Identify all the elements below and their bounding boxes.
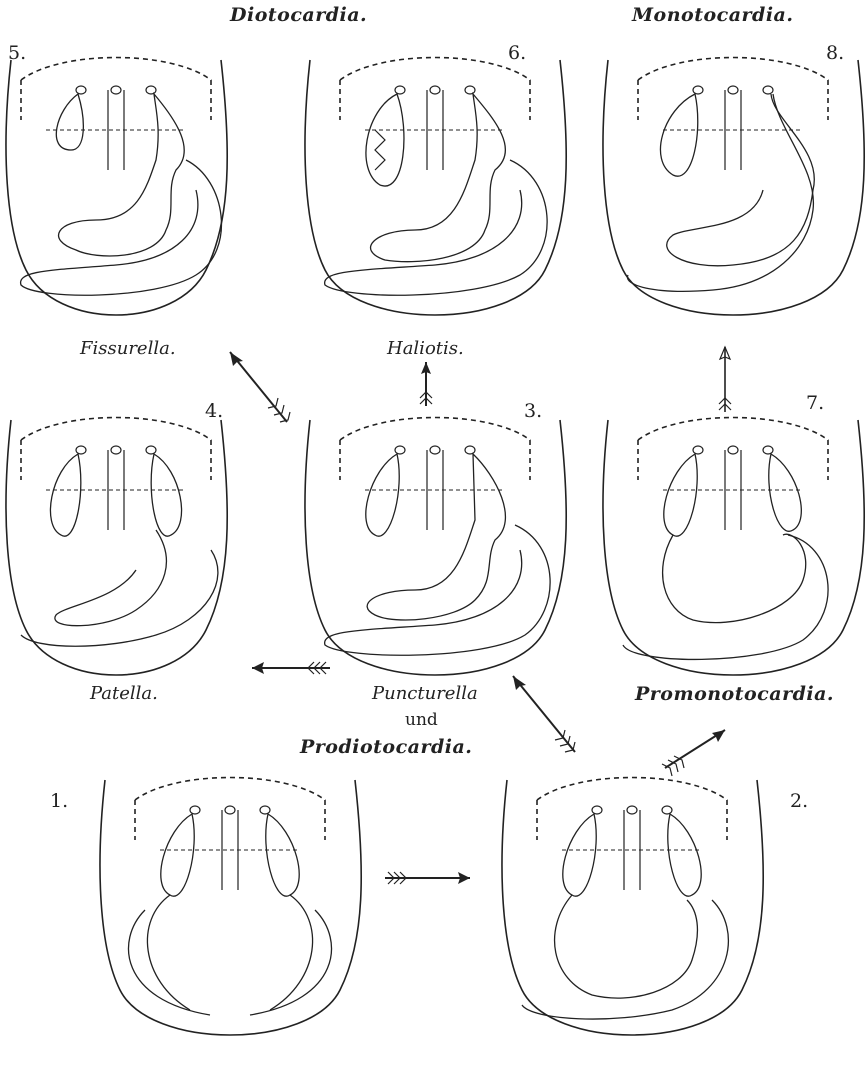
figure-number-2: 2. <box>790 790 808 812</box>
label-und: und <box>405 710 438 730</box>
figure-number-8: 8. <box>826 42 844 64</box>
arrow-1-to-2 <box>385 872 470 884</box>
figure-4-shell <box>6 418 227 676</box>
figure-1-shell <box>100 778 361 1036</box>
label-haliotis: Haliotis. <box>387 338 464 359</box>
figure-number-5: 5. <box>8 42 26 64</box>
figure-6-shell <box>305 58 566 316</box>
figure-number-4: 4. <box>205 400 223 422</box>
figure-5-shell <box>6 58 227 316</box>
arrow-4-to-5 <box>230 352 290 422</box>
figure-number-7: 7. <box>806 392 824 414</box>
figure-8-shell <box>603 58 864 316</box>
arrow-7-to-8 <box>719 347 731 412</box>
arrow-3-to-6 <box>420 362 432 406</box>
arrow-2-to-3 <box>513 676 575 752</box>
figure-number-3: 3. <box>524 400 542 422</box>
figure-number-6: 6. <box>508 42 526 64</box>
figure-2-shell <box>502 778 763 1036</box>
heading-promonotocardia: Promonotocardia. <box>635 683 834 705</box>
label-fissurella: Fissurella. <box>80 338 176 359</box>
figure-7-shell <box>603 418 864 676</box>
label-puncturella: Puncturella <box>372 683 478 704</box>
figure-3-shell <box>305 418 566 676</box>
figure-number-1: 1. <box>50 790 68 812</box>
label-patella: Patella. <box>90 683 158 704</box>
heading-prodiotocardia: Prodiotocardia. <box>300 736 472 758</box>
arrow-2-to-7 <box>662 730 725 776</box>
heading-diotocardia: Diotocardia. <box>230 4 367 26</box>
arrow-3-to-4 <box>252 662 330 674</box>
heading-monotocardia: Monotocardia. <box>632 4 793 26</box>
